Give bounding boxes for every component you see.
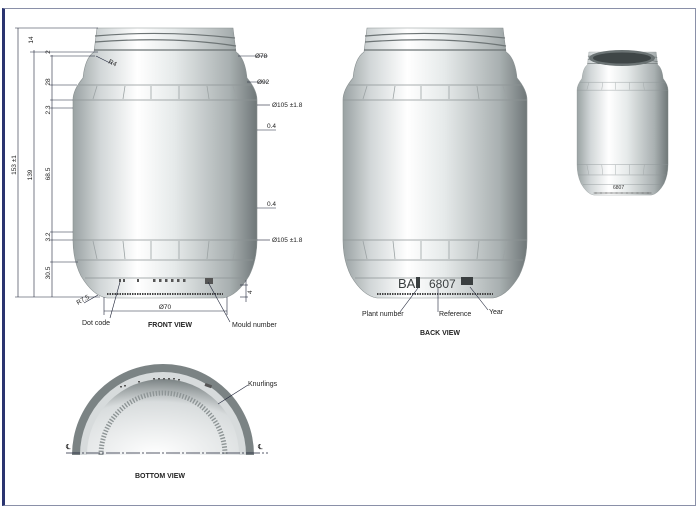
knurlings-ring	[98, 390, 228, 456]
bottom-dot-marks	[120, 378, 213, 389]
centerline-label-right: ℄	[257, 444, 263, 451]
front-jar-drawing	[72, 27, 258, 299]
dim-shoulder-diameter: Ø92	[257, 79, 270, 86]
back-view: BA 6807 Plant number Reference Year BACK…	[342, 27, 528, 337]
dot-code-marks	[119, 278, 213, 284]
dim-neck-diameter: Ø78	[255, 53, 268, 60]
dim-height-to-neck: 139	[27, 169, 34, 180]
emboss-plant: BA	[398, 276, 416, 291]
bottom-view: Knurlings ℄ ℄ BOTTOM VIEW	[65, 364, 278, 480]
dim-base: 30.5	[45, 266, 52, 279]
callout-mould-number: Mould number	[232, 322, 277, 329]
dim-base-recess: 4	[247, 290, 254, 294]
dim-neck-gap: 2	[45, 50, 52, 54]
dim-body-diameter-bottom: Ø105 ±1.8	[272, 237, 303, 244]
bottom-surface	[87, 379, 239, 455]
emboss-reference: 6807	[429, 277, 456, 291]
callout-knurlings: Knurlings	[248, 381, 278, 388]
callout-plant-number: Plant number	[362, 311, 404, 318]
perspective-view: 6807	[576, 50, 669, 196]
dim-body-diameter-top: Ø105 ±1.8	[272, 102, 303, 109]
back-view-title: BACK VIEW	[420, 330, 460, 337]
callout-dot-code: Dot code	[82, 320, 110, 327]
jar-opening-inner	[593, 52, 651, 64]
callout-year: Year	[489, 309, 504, 316]
dim-band-bottom: 3.2	[45, 232, 52, 241]
callout-leaders	[399, 286, 489, 313]
dim-body: 68.5	[45, 167, 52, 180]
back-jar-drawing	[342, 27, 528, 299]
dim-base-diameter: Ø70	[159, 304, 172, 311]
front-view: 153 ±1 139 14 2 28 2.3 68.5 3.2 30.5 R4 …	[11, 27, 303, 329]
dim-draft-top: 0.4	[267, 123, 276, 130]
dim-base-radius: R7.5	[76, 294, 92, 307]
drawing-frame	[2, 8, 696, 506]
knurlings-leader	[217, 384, 249, 405]
dim-band-top: 2.3	[45, 105, 52, 114]
perspective-jar-drawing	[576, 51, 669, 196]
callout-reference: Reference	[439, 311, 471, 318]
dim-draft-bottom: 0.4	[267, 201, 276, 208]
dim-neck-radius: R4	[107, 58, 118, 68]
perspective-emboss: 6807	[613, 185, 624, 191]
front-view-title: FRONT VIEW	[148, 322, 192, 329]
year-mark	[461, 277, 473, 285]
centerline-label-left: ℄	[65, 444, 71, 451]
dim-shoulder: 28	[45, 78, 52, 86]
plant-number-mark	[416, 277, 420, 288]
dim-neck-height: 14	[28, 36, 35, 44]
dim-total-height: 153 ±1	[11, 155, 18, 175]
bottom-view-title: BOTTOM VIEW	[135, 473, 185, 480]
dimension-lines	[15, 27, 276, 323]
